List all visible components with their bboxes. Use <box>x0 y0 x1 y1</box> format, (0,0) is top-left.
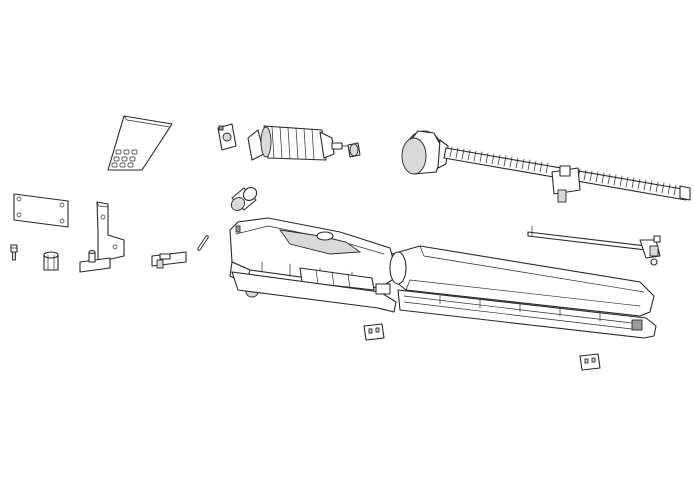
release-clip-part <box>151 251 187 269</box>
grease-nipple-part <box>10 244 18 261</box>
actuator-body-part <box>389 245 655 317</box>
transmitter-keypad-part <box>107 115 173 171</box>
cable-clamp-part-right <box>579 353 601 371</box>
pillar-bracket-part <box>79 201 125 273</box>
gearbox-housing-part <box>229 217 399 298</box>
hex-nut-part <box>43 251 59 271</box>
mounting-plate-part <box>13 193 69 228</box>
drive-gear-part <box>347 142 361 158</box>
motor-flange-part <box>217 123 237 151</box>
cable-clamp-part-left <box>363 323 385 341</box>
capacitor-part <box>230 187 258 211</box>
guide-rail-part <box>397 289 657 339</box>
gearbox-lower-shell-part <box>231 271 397 313</box>
pin-part <box>197 235 209 251</box>
worm-screw-assembly-part <box>401 130 691 203</box>
limit-switch-rod-part <box>527 225 661 266</box>
electric-motor-part <box>247 125 349 161</box>
